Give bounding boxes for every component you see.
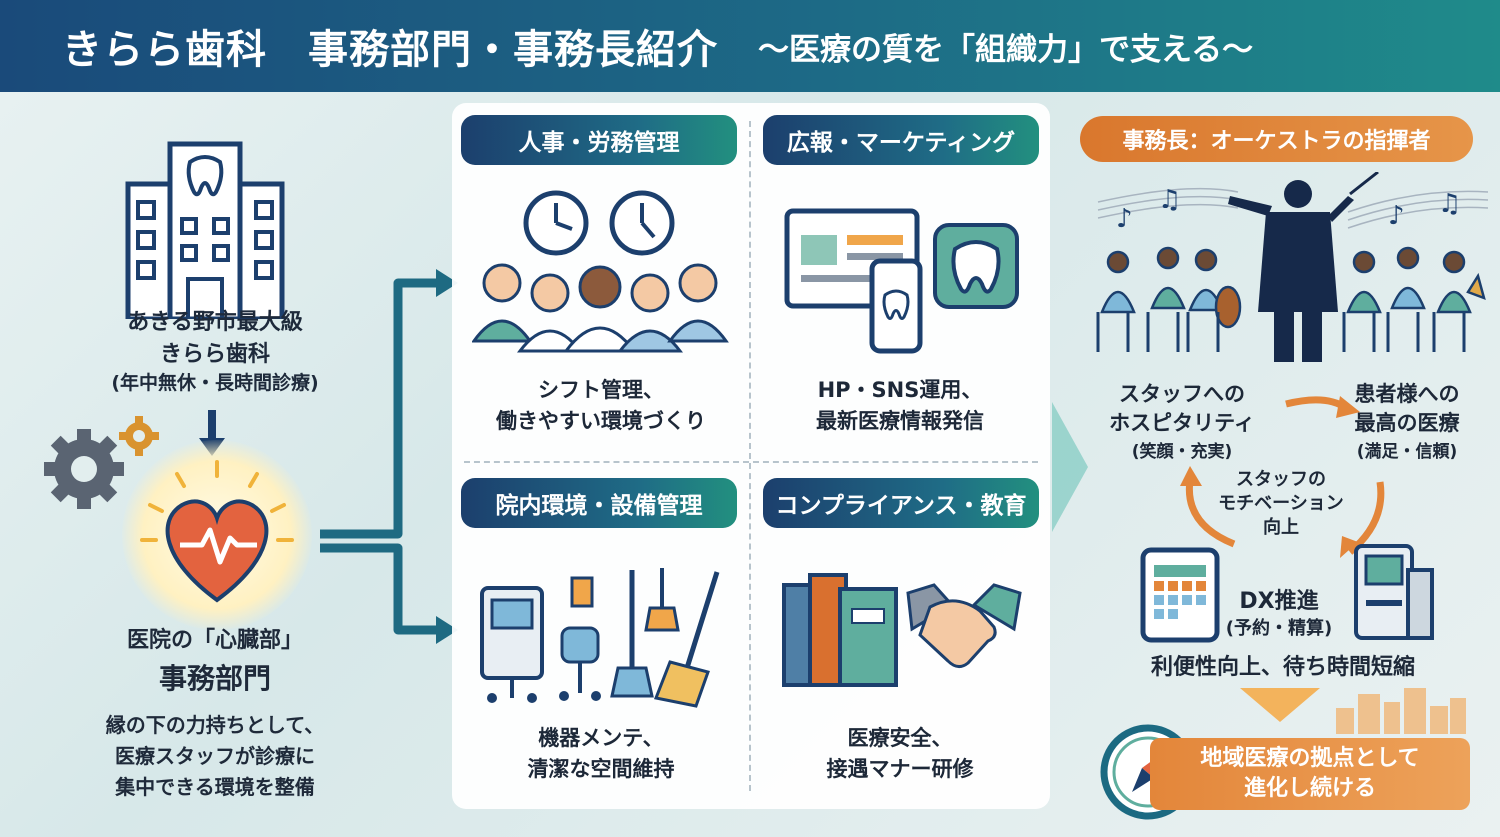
motivation-line2: モチベーション [1218, 493, 1344, 514]
left-column: あきる野市最大級 きらら歯科 (年中無休・長時間診療) [0, 92, 450, 837]
motivation-block: スタッフの モチベーション 向上 [1196, 468, 1366, 540]
svg-text:♫: ♫ [1158, 185, 1181, 215]
orchestra-conductor-icon: ♪ ♫ ♪ ♫ [1096, 172, 1488, 362]
duties-panel: 人事・労務管理 シフト管理、 働きやすい環境づくり 広報・マーケティング HP・… [452, 103, 1050, 809]
web-device-icon [784, 208, 1019, 354]
dept-name: 事務部門 [158, 662, 271, 695]
goal-line1: 地域医療の拠点として [1200, 746, 1420, 771]
staff-clock-icon [472, 190, 729, 353]
facility-caption: 機器メンテ、 清潔な空間維持 [452, 723, 750, 785]
facility-title: 院内環境・設備管理 [461, 478, 737, 528]
svg-text:♪: ♪ [1388, 201, 1405, 231]
goal-line2: 進化し続ける [1243, 776, 1376, 801]
manager-header: 事務長：オーケストラの指揮者 [1080, 116, 1473, 162]
gear-icon [44, 416, 159, 509]
patient-line2: 最高の医療 [1354, 411, 1460, 435]
dx-block: DX推進 (予約・精算) [1194, 588, 1364, 642]
desc-line2: 医療スタッフが診療に [115, 744, 315, 768]
page-title: きらら歯科 事務部門・事務長紹介 [62, 27, 718, 73]
page-subtitle: 〜医療の質を「組織力」で支える〜 [758, 31, 1254, 68]
patient-block: 患者様への 最高の医療 (満足・信頼) [1322, 380, 1492, 467]
compliance-caption-line2: 接遇マナー研修 [826, 757, 974, 781]
panel-divider-vertical [749, 121, 751, 791]
hospitality-note: (笑顔・充実) [1131, 442, 1233, 462]
pr-caption: HP・SNS運用、 最新医療情報発信 [750, 375, 1050, 437]
compliance-caption: 医療安全、 接遇マナー研修 [750, 723, 1050, 785]
heart-glow [122, 440, 312, 630]
motivation-line3: 向上 [1263, 517, 1299, 538]
dept-description: 縁の下の力持ちとして、 医療スタッフが診療に 集中できる環境を整備 [0, 710, 430, 803]
pr-caption-line2: 最新医療情報発信 [816, 409, 984, 433]
clinic-building-icon [125, 141, 285, 319]
right-column: 事務長：オーケストラの指揮者 ♪ ♫ ♪ ♫ [1068, 92, 1500, 837]
motivation-line1: スタッフの [1236, 469, 1326, 490]
svg-text:♪: ♪ [1116, 204, 1133, 234]
books-handshake-icon [782, 573, 1022, 687]
equipment-broom-icon [480, 568, 720, 708]
facility-caption-line1: 機器メンテ、 [538, 726, 664, 750]
patient-line1: 患者様への [1354, 382, 1460, 406]
goal-banner: 地域医療の拠点として 進化し続ける [1150, 738, 1470, 810]
compliance-title: コンプライアンス・教育 [763, 478, 1039, 528]
heart-icon [140, 460, 294, 603]
hr-caption-line1: シフト管理、 [538, 378, 664, 402]
dx-title: DX推進 [1239, 589, 1319, 614]
panel-divider-horizontal [464, 461, 1038, 463]
compliance-caption-line1: 医療安全、 [847, 726, 953, 750]
facility-caption-line2: 清潔な空間維持 [527, 757, 675, 781]
desc-line3: 集中できる環境を整備 [115, 775, 315, 799]
pr-caption-line1: HP・SNS運用、 [817, 378, 983, 402]
cycle-arrows [1180, 396, 1385, 558]
heart-label: 医院の「心臓部」 [126, 628, 303, 653]
dx-effect: 利便性向上、待ち時間短縮 [1150, 655, 1415, 680]
tablet-calendar-icon [1140, 547, 1220, 643]
hospitality-block: スタッフへの ホスピタリティ (笑顔・充実) [1092, 380, 1272, 467]
clinic-line2: きらら歯科 [159, 342, 270, 367]
chevron-right-icon [1052, 402, 1088, 532]
svg-text:♫: ♫ [1438, 189, 1461, 219]
clinic-line1: あきる野市最大級 [127, 310, 303, 335]
hospitality-line2: ホスピタリティ [1109, 411, 1255, 435]
kiosk-icon [1354, 544, 1434, 640]
hospitality-line1: スタッフへの [1119, 382, 1245, 406]
title-banner: きらら歯科 事務部門・事務長紹介 〜医療の質を「組織力」で支える〜 [0, 0, 1500, 92]
patient-note: (満足・信頼) [1356, 442, 1458, 462]
hr-caption-line2: 働きやすい環境づくり [496, 409, 706, 433]
hr-caption: シフト管理、 働きやすい環境づくり [452, 375, 750, 437]
dx-note: (予約・精算) [1225, 618, 1333, 639]
clinic-name: あきる野市最大級 きらら歯科 [0, 307, 430, 371]
pr-title: 広報・マーケティング [763, 115, 1039, 165]
cityscape-icon [1336, 688, 1466, 734]
clinic-note: (年中無休・長時間診療) [111, 372, 319, 394]
down-arrow-orange-icon [1240, 688, 1320, 722]
desc-line1: 縁の下の力持ちとして、 [105, 713, 325, 737]
hr-title: 人事・労務管理 [461, 115, 737, 165]
